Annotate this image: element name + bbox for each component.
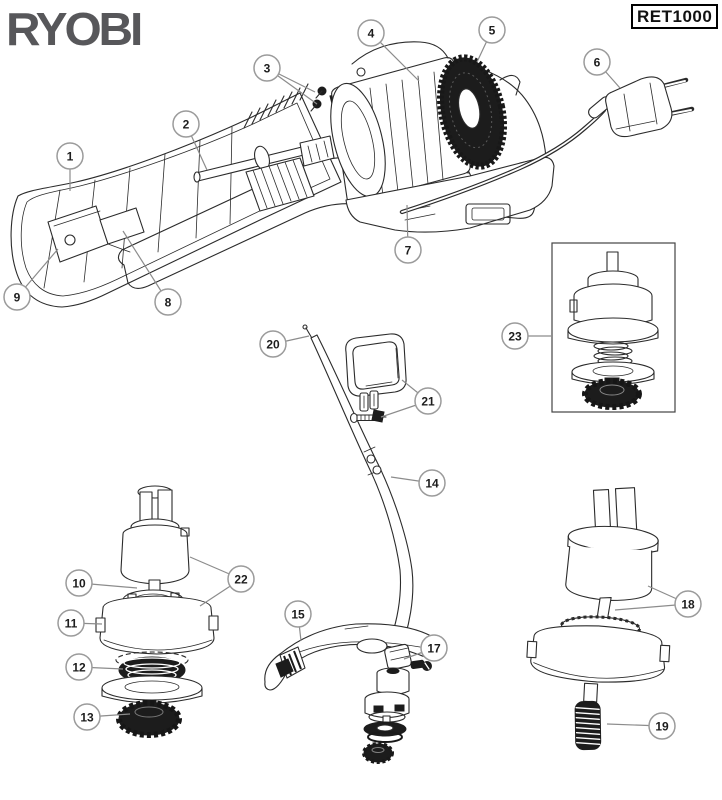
svg-text:15: 15 — [291, 608, 305, 622]
svg-text:19: 19 — [655, 720, 669, 734]
callout-13: 13 — [73, 703, 131, 731]
loop-handle — [345, 333, 407, 424]
callout-1: 1 — [56, 142, 84, 191]
flange-disc — [101, 675, 203, 704]
svg-text:14: 14 — [425, 477, 439, 491]
drive-cup — [526, 625, 671, 683]
callout-10: 10 — [65, 569, 138, 597]
handle-bolt — [349, 409, 387, 424]
callout-4: 4 — [357, 19, 420, 82]
callout-18: 18 — [614, 585, 702, 618]
spool-housing-cup — [95, 595, 219, 655]
svg-text:18: 18 — [681, 598, 695, 612]
svg-text:5: 5 — [489, 24, 496, 38]
svg-text:2: 2 — [183, 118, 190, 132]
callout-21: 21 — [380, 379, 442, 418]
svg-text:22: 22 — [234, 573, 248, 587]
cooling-fan — [437, 54, 507, 170]
spool-plate — [363, 715, 407, 743]
bump-knob — [582, 377, 642, 410]
svg-text:20: 20 — [266, 338, 280, 352]
model-label: RET1000 — [631, 4, 719, 29]
svg-text:11: 11 — [65, 617, 78, 631]
threaded-spring — [574, 700, 602, 751]
svg-text:7: 7 — [405, 244, 412, 258]
svg-text:1: 1 — [67, 150, 74, 164]
bump-stop — [376, 667, 410, 696]
power-plug — [605, 76, 695, 138]
vent-slats — [243, 83, 309, 129]
callout-22: 22 — [189, 556, 255, 607]
callout-3: 3 — [253, 54, 318, 105]
handle-clamp — [359, 390, 379, 412]
callout-23: 23 — [501, 322, 552, 350]
spring — [593, 341, 633, 366]
svg-text:12: 12 — [72, 661, 86, 675]
callout-17: 17 — [403, 634, 448, 662]
callout-6: 6 — [583, 48, 621, 89]
callout-20: 20 — [259, 330, 310, 358]
guard-end-hatch — [275, 646, 306, 679]
head-screw — [410, 659, 432, 671]
callout-11: 11 — [57, 609, 103, 637]
svg-text:23: 23 — [508, 330, 522, 344]
bump-knob — [116, 699, 182, 738]
spool-housing-exploded-left — [95, 485, 219, 738]
brand-logo: RYOBI — [6, 3, 143, 55]
callout-7: 7 — [394, 204, 422, 264]
svg-text:13: 13 — [80, 711, 94, 725]
svg-text:9: 9 — [14, 291, 21, 305]
spool-assembly-box — [551, 242, 676, 413]
callout-5: 5 — [476, 16, 506, 63]
spool-housing-exploded-right — [526, 487, 671, 751]
head-knob — [362, 742, 394, 764]
callout-15: 15 — [284, 600, 312, 642]
screw-icon — [315, 86, 327, 99]
callout-9: 9 — [3, 248, 59, 311]
svg-text:10: 10 — [72, 577, 86, 591]
callout-8: 8 — [122, 230, 182, 316]
svg-text:17: 17 — [427, 642, 441, 656]
callout-2: 2 — [172, 110, 208, 171]
callout-12: 12 — [65, 653, 124, 681]
callout-19: 19 — [606, 712, 676, 740]
svg-text:3: 3 — [264, 62, 271, 76]
svg-text:21: 21 — [421, 395, 435, 409]
callout-14: 14 — [390, 469, 446, 497]
trimmer-head-exploded — [362, 643, 432, 764]
guard — [264, 623, 439, 691]
svg-text:8: 8 — [165, 296, 172, 310]
screw-icon — [310, 99, 322, 112]
svg-text:6: 6 — [594, 56, 601, 70]
svg-text:4: 4 — [368, 27, 375, 41]
